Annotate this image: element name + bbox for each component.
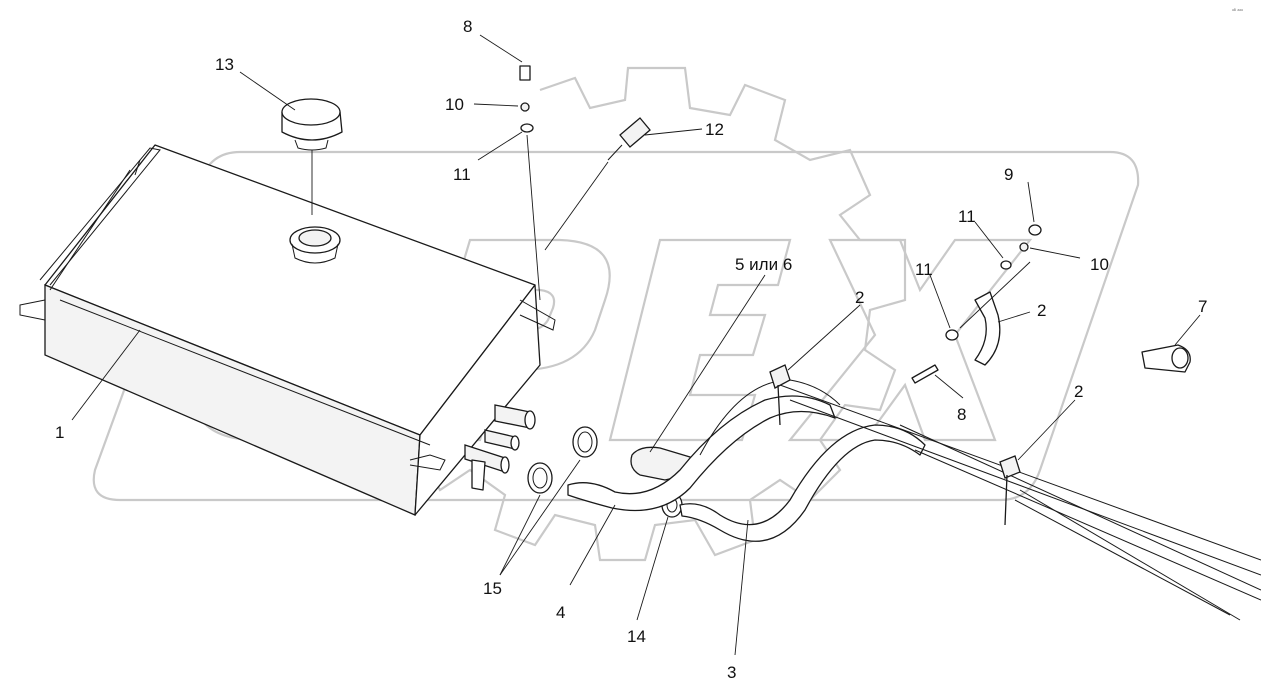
washer-11-right-a [1000,260,1012,270]
callout-9: 9 [1004,165,1013,184]
tank-end-face [414,284,541,516]
fuel-line-5 [1019,489,1241,621]
leader-56 [649,274,766,453]
leader-14 [636,516,669,621]
callout-13: 13 [215,55,234,74]
clamp-upper [572,426,598,458]
leader-2b [997,311,1031,323]
brackets-2 [769,291,1021,526]
callout-15: 15 [483,579,502,598]
fitting-drain [471,459,486,491]
leader-lines [71,34,1201,656]
tank-flange-left [19,147,161,321]
cap-thread [294,139,329,151]
watermark-letter-x [787,238,1033,442]
nut-9 [1028,224,1042,236]
callout-2c: 2 [1074,382,1083,401]
callout-10a: 10 [445,95,464,114]
washer-11-top [520,123,534,133]
leader-right-axis [959,261,1031,329]
bolt-8-top [519,65,531,81]
fitting-middle-end [510,435,520,451]
hose-3 [679,424,926,542]
watermark-letter-e [608,238,792,442]
washer-11-right-b [945,329,959,341]
bracket-center [769,364,791,426]
fuel-line-3 [899,424,1261,591]
callout-8a: 8 [463,17,472,36]
bolt-8-right [911,364,939,384]
leader-11c [929,274,951,329]
callout-5-or-6: 5 или 6 [735,255,792,274]
leader-7 [1174,314,1201,346]
leader-10a [473,103,519,107]
filler-neck-wall [291,243,339,264]
sensor-tip [607,144,623,161]
callout-1: 1 [55,423,64,442]
sensor-body [619,117,651,148]
tank-flange-right [409,299,556,471]
fitting-lower-end [500,456,510,474]
fuel-lines [779,384,1261,621]
leader-1 [71,329,141,421]
leader-12 [644,128,703,136]
fitting-upper-end [524,410,536,430]
callout-3: 3 [727,663,736,682]
filler-cap [281,98,343,151]
leader-8a [479,34,523,63]
watermark-gear [419,66,907,562]
leader-2a [787,304,861,371]
bracket-right [999,455,1021,526]
callout-12: 12 [705,120,724,139]
callout-11c: 11 [915,260,933,279]
connector-end [1171,347,1189,369]
callout-2a: 2 [855,288,864,307]
tank-rib [49,159,431,446]
fuel-sensor-12 [607,117,651,161]
leader-15a [499,494,541,576]
leader-12-axis [544,161,609,251]
leader-8b [934,374,964,399]
clamp-lower-inner [532,467,548,489]
callout-4: 4 [556,603,565,622]
leader-15b [499,459,581,576]
callout-7: 7 [1198,297,1207,316]
leader-top-axis [526,134,541,301]
leader-2c [1017,399,1076,461]
nut-10-top [520,102,530,112]
corner-note: ᵃᴮ ᵃᵃᵃ [1232,8,1243,14]
callout-14: 14 [627,627,646,646]
fuel-tank [19,144,556,516]
callout-11b: 11 [958,207,976,226]
clamp-upper-inner [577,431,593,453]
leader-4 [569,504,616,586]
cap-top [281,98,341,126]
fasteners [519,65,1042,384]
callout-10b: 10 [1090,255,1109,274]
hoses [567,379,926,542]
callout-2b: 2 [1037,301,1046,320]
leader-10b [1029,247,1081,259]
tank-fittings [464,404,536,491]
connector-7 [1141,344,1191,373]
leader-13 [239,71,296,111]
nut-10-right [1019,242,1029,252]
callout-8b: 8 [957,405,966,424]
callout-labels: 1 2 2 2 3 4 5 или 6 7 8 8 9 10 10 11 11 … [55,8,1243,682]
fuel-line-6 [1014,499,1231,616]
leader-11b [974,221,1004,259]
fuel-line-4 [914,449,1261,601]
clamp-lower [527,462,553,494]
leader-11a [477,131,523,161]
clamps-15 [527,426,598,494]
fuel-line-2 [789,399,1261,576]
leader-3 [734,519,749,656]
filler-neck-inner [298,229,332,247]
callout-11a: 11 [453,165,471,184]
fitting-middle [484,429,516,450]
strap-upper [974,291,1001,366]
leader-9 [1027,181,1035,223]
